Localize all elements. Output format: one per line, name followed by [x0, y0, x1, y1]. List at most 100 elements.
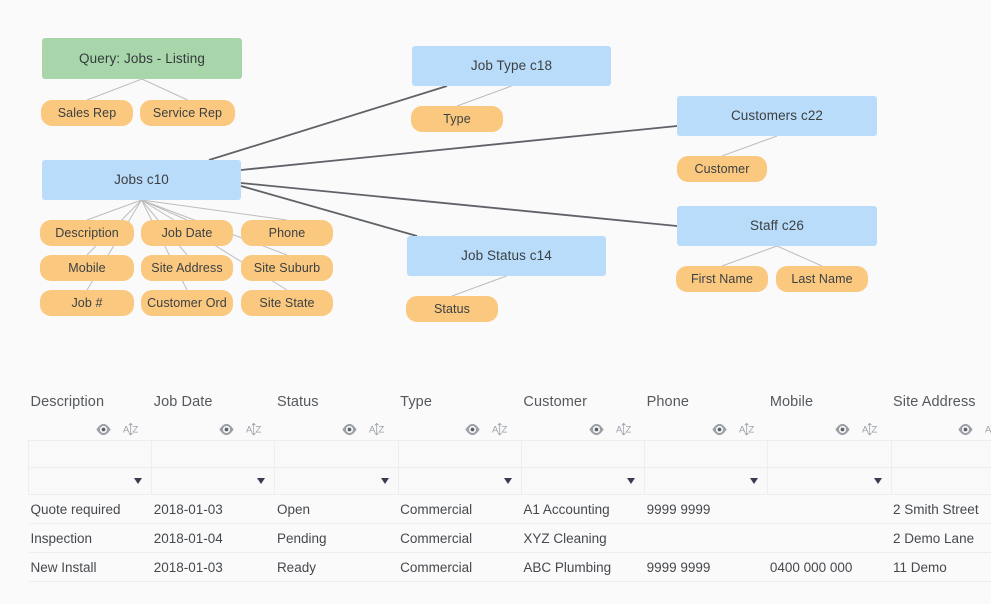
field-node-f_cust_ord[interactable]: Customer Ord: [141, 290, 233, 316]
eye-icon[interactable]: [464, 423, 481, 436]
filter-select-description[interactable]: [27, 467, 153, 495]
cell-customer: ABC Plumbing: [521, 552, 645, 582]
filter-input-description[interactable]: [27, 440, 153, 468]
field-edge-query-f_sales_rep: [86, 78, 143, 101]
caret-down-icon[interactable]: [750, 478, 759, 484]
node-label: Customers c22: [730, 108, 824, 124]
node-label: Job Status c14: [461, 248, 552, 264]
caret-down-icon[interactable]: [503, 478, 512, 484]
caret-down-icon[interactable]: [134, 478, 143, 484]
grid-column-header-site_address[interactable]: Site AddressAZ: [891, 390, 991, 441]
caret-down-icon[interactable]: [627, 478, 636, 484]
field-node-f_service_rep[interactable]: Service Rep: [140, 100, 235, 126]
filter-input-status[interactable]: [274, 440, 399, 468]
cell-mobile: [767, 523, 892, 553]
table-node-jobtype[interactable]: Job Type c18: [412, 46, 611, 86]
filter-select-status[interactable]: [274, 467, 399, 495]
svg-text:A: A: [123, 424, 130, 435]
grid-filter-input-row[interactable]: [27, 440, 991, 468]
svg-text:A: A: [616, 424, 623, 435]
field-node-f_sales_rep[interactable]: Sales Rep: [41, 100, 133, 126]
field-node-f_site_state[interactable]: Site State: [241, 290, 333, 316]
field-edge-query-f_service_rep: [141, 78, 188, 101]
field-node-f_mobile[interactable]: Mobile: [40, 255, 134, 281]
eye-icon[interactable]: [588, 423, 605, 436]
cell-description: Inspection: [28, 523, 152, 553]
field-node-f_last_name[interactable]: Last Name: [776, 266, 868, 292]
eye-icon[interactable]: [834, 423, 851, 436]
field-node-f_phone[interactable]: Phone: [241, 220, 333, 246]
filter-input-phone[interactable]: [644, 440, 769, 468]
query-node-query[interactable]: Query: Jobs - Listing: [42, 38, 242, 79]
node-label: Staff c26: [750, 218, 804, 234]
eye-icon[interactable]: [95, 423, 112, 436]
eye-icon[interactable]: [218, 423, 235, 436]
field-edge-jobstatus-f_status: [451, 275, 507, 297]
cell-site_address: 2 Demo Lane: [891, 523, 991, 553]
filter-select-mobile[interactable]: [767, 467, 892, 495]
filter-input-mobile[interactable]: [767, 440, 892, 468]
eye-icon[interactable]: [341, 423, 358, 436]
filter-input-type[interactable]: [397, 440, 522, 468]
filter-select-job_date[interactable]: [151, 467, 276, 495]
table-node-jobstatus[interactable]: Job Status c14: [407, 236, 606, 276]
caret-down-icon[interactable]: [257, 478, 266, 484]
svg-text:A: A: [862, 424, 869, 435]
field-edge-jobs-f_description: [86, 199, 142, 221]
node-label: Query: Jobs - Listing: [79, 50, 205, 66]
field-node-f_customer[interactable]: Customer: [677, 156, 767, 182]
field-node-f_description[interactable]: Description: [40, 220, 134, 246]
node-label: Phone: [268, 225, 306, 240]
eye-icon[interactable]: [711, 423, 728, 436]
svg-text:Z: Z: [748, 424, 754, 435]
filter-input-site_address[interactable]: [890, 440, 991, 468]
column-title: Job Date: [153, 394, 213, 410]
eye-icon[interactable]: [957, 423, 974, 436]
caret-down-icon[interactable]: [873, 478, 882, 484]
field-edge-staff-f_last_name: [776, 245, 823, 267]
field-node-f_job_num[interactable]: Job #: [40, 290, 134, 316]
filter-select-site_address[interactable]: [890, 467, 991, 495]
grid-filter-select-row[interactable]: [27, 467, 991, 495]
field-node-f_site_suburb[interactable]: Site Suburb: [241, 255, 333, 281]
filter-input-job_date[interactable]: [151, 440, 276, 468]
filter-select-customer[interactable]: [520, 467, 646, 495]
table-node-staff[interactable]: Staff c26: [677, 206, 877, 246]
node-label: Last Name: [791, 271, 853, 286]
filter-input-customer[interactable]: [520, 440, 646, 468]
table-node-jobs[interactable]: Jobs c10: [42, 160, 241, 200]
cell-description: New Install: [28, 552, 152, 582]
column-title: Status: [276, 394, 319, 410]
field-node-f_site_addr[interactable]: Site Address: [141, 255, 233, 281]
filter-select-type[interactable]: [397, 467, 522, 495]
svg-text:A: A: [492, 424, 499, 435]
filter-select-phone[interactable]: [644, 467, 769, 495]
field-node-f_job_date[interactable]: Job Date: [141, 220, 233, 246]
field-node-f_status[interactable]: Status: [406, 296, 498, 322]
cell-site_address: 11 Demo: [891, 552, 991, 582]
az-sort-icon[interactable]: AZ: [985, 422, 991, 437]
field-node-f_first_name[interactable]: First Name: [676, 266, 768, 292]
caret-down-icon[interactable]: [380, 478, 389, 484]
table-node-customers[interactable]: Customers c22: [677, 96, 877, 136]
field-node-f_type[interactable]: Type: [411, 106, 503, 132]
